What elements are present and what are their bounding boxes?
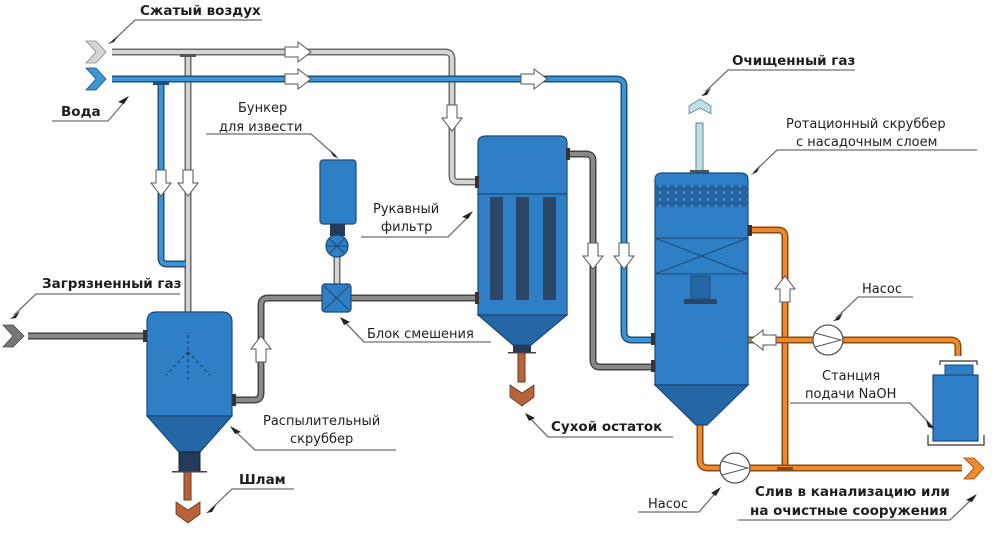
flow-arrow-right [284,40,312,64]
svg-text:Насос: Насос [648,497,688,512]
spray-scrubber [143,311,236,473]
rotary-scrubber [651,172,752,426]
flow-arrows [149,40,797,363]
dry-residue-outlet-icon [509,384,535,407]
label-water: Вода [52,96,129,122]
rotary-feeder-icon [325,234,349,258]
svg-text:Распылительный: Распылительный [263,414,380,429]
flow-arrow-down [581,242,605,270]
flow-arrow-down [176,169,200,197]
flow-arrow-up [249,335,273,363]
svg-text:на очистные сооружения: на очистные сооружения [750,503,947,519]
lime-bunker [319,159,357,236]
svg-text:Вода: Вода [61,104,101,120]
svg-text:Слив в канализацию или: Слив в канализацию или [755,484,950,500]
flow-arrow-up [773,275,797,303]
clean-gas-outlet-icon [688,98,712,115]
mixing-block-icon [321,283,352,313]
filter-bag [543,197,556,300]
svg-text:Сжатый воздух: Сжатый воздух [140,3,261,19]
svg-text:Насос: Насос [862,282,902,297]
label-sludge: Шлам [206,472,294,513]
water-inlet-icon [85,67,107,91]
polluted-gas-inlet-icon [2,324,25,348]
svg-text:Сухой остаток: Сухой остаток [551,419,662,435]
flow-arrow-right [284,67,312,91]
flow-arrow-left [749,328,777,352]
svg-text:Рукавный: Рукавный [373,202,439,217]
compressed-air-inlet-icon [85,40,107,64]
pipe-clean-gas [690,122,709,173]
pipe-gas-to-rotary [567,150,655,371]
svg-text:для извести: для извести [219,120,302,135]
svg-text:Бункер: Бункер [238,101,287,116]
svg-text:фильтр: фильтр [381,220,432,235]
svg-text:с насадочным слоем: с насадочным слоем [796,135,937,150]
svg-text:Шлам: Шлам [239,472,286,488]
naoh-station [927,360,985,446]
flow-arrow-right [520,67,548,91]
label-pump-top: Насос [833,282,913,321]
label-compressed-air: Сжатый воздух [108,3,262,44]
pipe-water [112,75,655,344]
flow-arrow-down [440,104,464,132]
svg-text:Станция: Станция [822,369,880,384]
filter-bag [516,197,529,300]
flow-arrow-down [149,169,173,197]
svg-text:Очищенный газ: Очищенный газ [732,53,855,69]
filter-bag [490,197,503,300]
sludge-outlet-icon [175,501,201,524]
label-spray-scrubber: Распылительный скруббер [230,414,396,451]
label-clean-gas: Очищенный газ [701,53,855,96]
spray-nozzle-icon [165,335,211,381]
svg-text:скруббер: скруббер [290,432,353,447]
svg-text:Ротационный скруббер: Ротационный скруббер [786,117,946,132]
label-mixing-block: Блок смешения [340,317,491,343]
label-drain: Слив в канализацию или на очистные соору… [738,484,977,521]
label-lime-bunker: Бункер для извести [206,101,339,159]
drain-outlet-icon [963,457,985,480]
label-polluted-gas: Загрязненный газ [10,276,181,319]
label-dry-residue: Сухой остаток [525,413,673,438]
pump-top-icon [812,324,844,356]
flow-arrow-down [612,242,636,270]
bag-filter [475,135,570,354]
label-pump-bottom: Насос [638,487,721,513]
label-rotary-scrubber: Ротационный скруббер с насадочным слоем [751,117,977,175]
label-naoh-station: Станция подачи NaOH [790,369,935,429]
svg-text:Блок смешения: Блок смешения [367,327,474,342]
svg-text:Загрязненный газ: Загрязненный газ [42,276,181,292]
svg-text:подачи NaOH: подачи NaOH [805,387,896,402]
label-bag-filter: Рукавный фильтр [361,202,473,238]
pump-bottom-icon [719,452,751,484]
